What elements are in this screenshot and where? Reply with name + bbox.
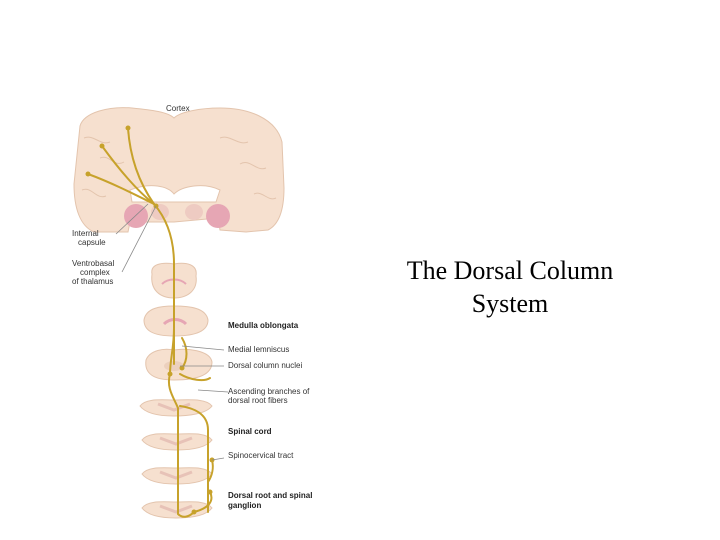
ascending-branches-label-line1: Ascending branches of <box>228 387 310 396</box>
cortex-label: Cortex <box>166 104 190 113</box>
label-leaders <box>115 203 229 461</box>
brainstem-sections <box>143 262 213 381</box>
spinocervical-tract-label: Spinocervical tract <box>228 451 294 460</box>
dorsal-column-diagram: Cortex Internal capsule Ventrobasal comp… <box>72 104 312 519</box>
ventrobasal-label-line1: Ventrobasal <box>72 259 114 268</box>
slide-title-line2: System <box>471 289 549 318</box>
dorsal-root-label-line2: ganglion <box>228 501 261 510</box>
slide-title: The Dorsal Column System <box>380 254 640 320</box>
ventrobasal-label-line3: of thalamus <box>72 277 113 286</box>
dorsal-root-label-line1: Dorsal root and spinal <box>228 491 312 500</box>
medial-lemniscus-label: Medial lemniscus <box>228 345 289 354</box>
medulla-label: Medulla oblongata <box>228 321 299 330</box>
internal-capsule-label-line1: Internal <box>72 229 99 238</box>
slide-title-line1: The Dorsal Column <box>406 256 614 285</box>
thalamus-right <box>206 204 230 228</box>
spinal-cord-sections <box>139 399 213 519</box>
dorsal-column-nuclei-label: Dorsal column nuclei <box>228 361 302 370</box>
spinal-cord-label: Spinal cord <box>228 427 272 436</box>
internal-capsule-label-line2: capsule <box>78 238 106 247</box>
ventrobasal-label-line2: complex <box>80 268 110 277</box>
brain-section <box>73 107 285 233</box>
ascending-branches-label-line2: dorsal root fibers <box>228 396 288 405</box>
